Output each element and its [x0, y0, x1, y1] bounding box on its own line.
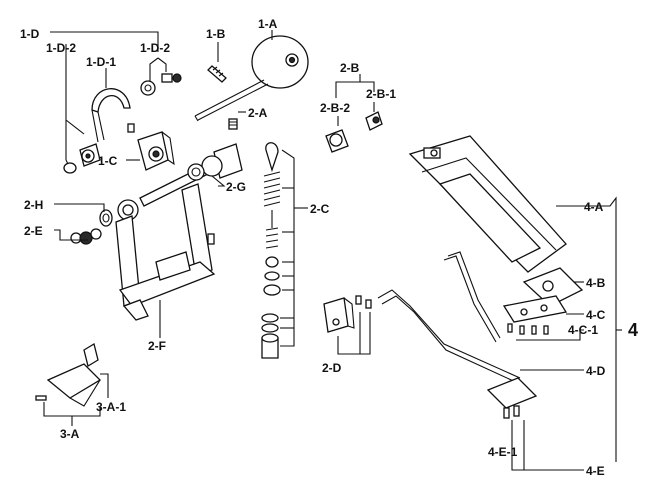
label-2-b-1: 2-B-1 — [366, 87, 396, 101]
label-2-c: 2-C — [310, 202, 330, 216]
label-2-b: 2-B — [340, 61, 360, 75]
label-1-b: 1-B — [206, 27, 226, 41]
label-4-c-1: 4-C-1 — [568, 323, 598, 337]
callout-labels: 1-D 1-D-2 1-D-2 1-D-1 1-B 1-A 2-B 2-B-2 … — [20, 17, 638, 478]
hinge-part — [502, 295, 568, 335]
label-3-a: 3-A — [60, 427, 80, 441]
label-2-h: 2-H — [24, 198, 43, 212]
label-2-g: 2-G — [226, 180, 246, 194]
label-1-d: 1-D — [20, 27, 40, 41]
label-1-a: 1-A — [258, 17, 278, 31]
label-1-d-1: 1-D-1 — [86, 55, 116, 69]
footboard-part — [408, 135, 567, 273]
base-plate-part — [486, 377, 538, 419]
label-2-f: 2-F — [148, 339, 166, 353]
small-screw-part — [228, 118, 238, 130]
label-2-a: 2-A — [248, 106, 268, 120]
label-3-a-1: 3-A-1 — [96, 400, 126, 414]
label-4-c: 4-C — [586, 308, 606, 322]
label-1-c: 1-C — [98, 154, 118, 168]
spring-stack-part — [261, 142, 281, 359]
linkage-rod-part — [377, 251, 521, 385]
label-2-d: 2-D — [322, 361, 342, 375]
label-4: 4 — [628, 320, 638, 340]
hub-block-part — [127, 123, 175, 171]
set-screw-part — [207, 65, 227, 83]
label-4-a: 4-A — [584, 200, 604, 214]
heel-plate-part — [522, 267, 584, 307]
heel-stopper-part — [35, 342, 102, 407]
label-1-d-2-left: 1-D-2 — [46, 41, 76, 55]
wing-screw-part — [325, 111, 383, 153]
pedal-frame-part — [115, 143, 243, 321]
label-4-e: 4-E — [586, 464, 605, 478]
washer-nut-parts — [70, 209, 113, 245]
label-4-e-1: 4-E-1 — [488, 445, 518, 459]
label-4-b: 4-B — [586, 276, 606, 290]
small-bracket-part — [323, 295, 372, 333]
beater-part — [194, 35, 309, 122]
label-2-b-2: 2-B-2 — [320, 101, 350, 115]
label-4-d: 4-D — [586, 364, 606, 378]
label-1-d-2-right: 1-D-2 — [140, 41, 170, 55]
clamp-bracket-part — [63, 73, 182, 174]
leader-lines — [43, 30, 622, 471]
label-2-e: 2-E — [24, 224, 43, 238]
